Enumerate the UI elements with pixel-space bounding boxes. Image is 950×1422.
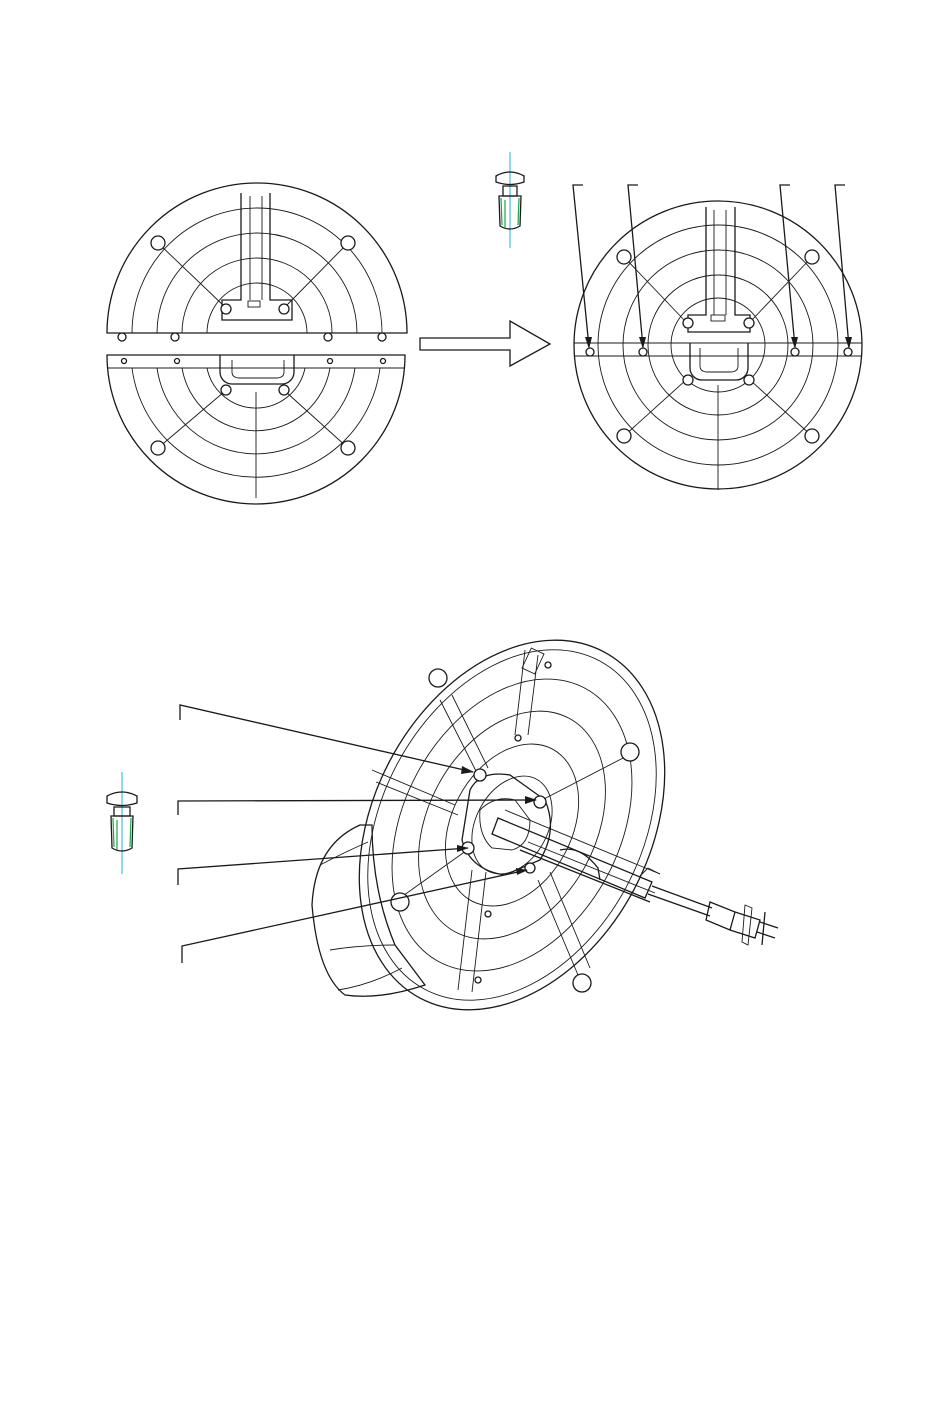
right-arrow-icon xyxy=(420,321,550,366)
top-half-base xyxy=(107,183,407,341)
power-cord-plug-icon xyxy=(492,810,778,945)
base-halves-joined xyxy=(573,185,862,490)
base-halves-separated xyxy=(107,183,407,504)
bottom-half-base xyxy=(107,355,405,504)
screw-icon xyxy=(496,152,524,248)
screw-icon-2 xyxy=(107,772,137,874)
screw-leader-arrows xyxy=(573,185,852,349)
base-attached-to-heater xyxy=(178,587,778,1063)
